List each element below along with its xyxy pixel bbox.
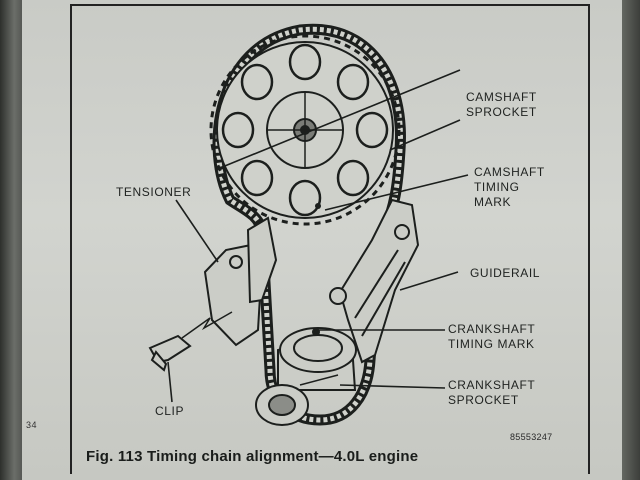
leader-lines (167, 69, 469, 403)
label-line: CAMSHAFT (474, 165, 545, 179)
label-line: TIMING MARK (448, 337, 535, 351)
label-tensioner: TENSIONER (116, 185, 192, 199)
page-edge-number: 34 (26, 420, 38, 430)
label-camshaft-sprocket: CAMSHAFT SPROCKET (466, 90, 537, 120)
label-crankshaft-timing-mark: CRANKSHAFT TIMING MARK (448, 322, 535, 352)
label-line: MARK (474, 195, 512, 209)
label-line: CAMSHAFT (466, 90, 537, 104)
book-edge-right (618, 0, 640, 480)
label-crankshaft-sprocket: CRANKSHAFT SPROCKET (448, 378, 535, 408)
label-clip: CLIP (155, 404, 185, 418)
figure-caption: Fig. 113 Timing chain alignment—4.0L eng… (86, 448, 419, 465)
reference-number: 85553247 (510, 432, 553, 442)
label-line: CRANKSHAFT (448, 322, 536, 336)
crankshaft-sprocket (255, 327, 357, 426)
label-camshaft-timing-mark: CAMSHAFT TIMING MARK (474, 165, 545, 210)
label-line: CRANKSHAFT (448, 378, 536, 392)
book-binding-left (0, 0, 26, 480)
guiderail (329, 198, 420, 364)
label-line: SPROCKET (448, 393, 519, 407)
label-line: TIMING (474, 180, 520, 194)
label-line: SPROCKET (466, 105, 537, 119)
figure-frame (70, 4, 590, 474)
camshaft-sprocket (209, 34, 401, 226)
label-guiderail: GUIDERAIL (470, 266, 541, 280)
clip (148, 334, 192, 372)
